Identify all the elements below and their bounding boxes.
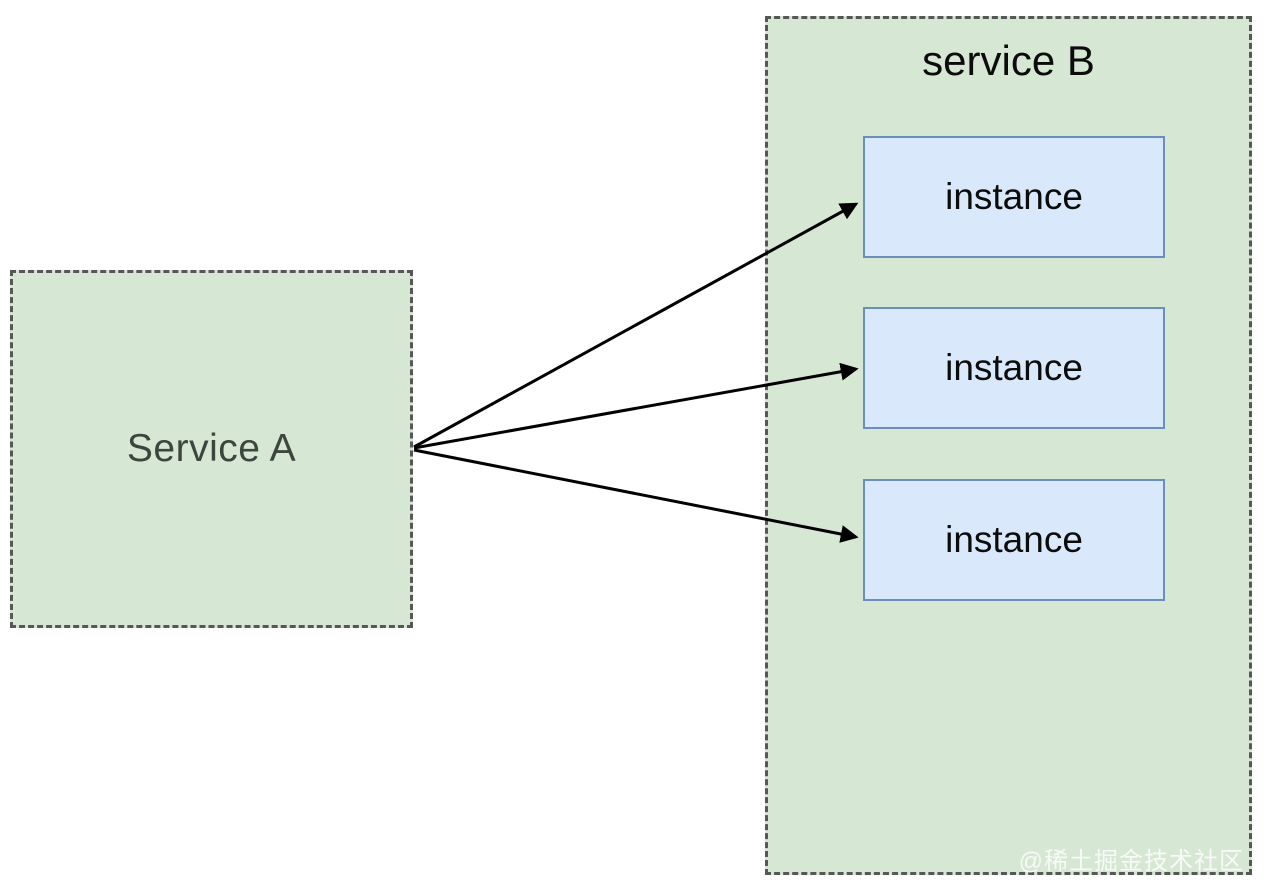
service-b-title: service B <box>922 37 1095 84</box>
instance-box-2: instance <box>863 307 1165 429</box>
instance-box-3: instance <box>863 479 1165 601</box>
instance-1-label: instance <box>945 176 1083 217</box>
watermark-text: @稀土掘金技术社区 <box>1018 848 1244 875</box>
instance-2-label: instance <box>945 347 1083 388</box>
service-a-box: Service A <box>10 270 413 628</box>
instance-3-label: instance <box>945 519 1083 560</box>
service-a-label: Service A <box>126 427 297 470</box>
instance-box-1: instance <box>863 136 1165 258</box>
